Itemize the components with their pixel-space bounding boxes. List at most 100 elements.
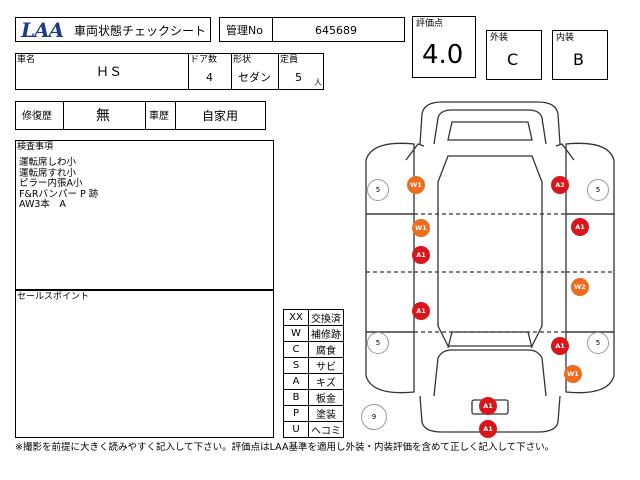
mgmt-no-box: 管理No 645689 (219, 17, 405, 42)
legend-meaning: 塗装 (308, 405, 344, 422)
roof-outline (437, 155, 543, 347)
mark-a1-left-front: A1 (412, 246, 430, 264)
capacity-label: 定員 (280, 55, 299, 65)
inspection-line: 運転席すれ小 (19, 167, 77, 179)
capacity-value: 5 (295, 71, 302, 84)
mark-w1-right-rear: W1 (564, 365, 582, 383)
legend-code: A (283, 373, 309, 390)
score-value: 4.0 (422, 40, 464, 70)
divider-5 (145, 102, 146, 129)
windshield-outline (447, 121, 533, 141)
doors-label: ドア数 (190, 55, 218, 65)
vehicle-row: 車名 ＨＳ ドア数 4 形状 セダン 定員 5 人 (15, 53, 324, 90)
left-mirror (405, 143, 425, 161)
divider-2 (231, 54, 232, 89)
interior-box: 内装 B (552, 30, 608, 80)
mgmt-label: 管理No (226, 24, 263, 37)
left-front-fender (365, 142, 415, 215)
exterior-value: C (507, 50, 519, 69)
capacity-unit: 人 (314, 78, 322, 87)
divider-3 (278, 54, 279, 89)
tire-rear-right: 5 (587, 332, 609, 354)
car-diagram (365, 101, 615, 433)
tire-front-right: 5 (587, 179, 609, 201)
legend-code: B (283, 389, 309, 406)
legend-meaning: 補修跡 (308, 325, 344, 342)
mgmt-divider (272, 18, 273, 41)
exterior-box: 外装 C (486, 30, 542, 80)
legend-code: XX (283, 309, 309, 326)
legend-meaning: 交換済 (308, 309, 344, 326)
mark-w2-right-rear-door: W2 (571, 278, 589, 296)
mark-w1-left-front-door: W1 (412, 219, 430, 237)
mgmt-no: 645689 (315, 24, 357, 37)
usage-value: 自家用 (202, 109, 239, 123)
inspection-line: F&Rバンパー P 跡 (19, 188, 99, 200)
legend-code: U (283, 421, 309, 438)
rear-window (447, 331, 533, 349)
mark-a1-left-rear: A1 (412, 302, 430, 320)
tire-spare: 9 (361, 404, 387, 430)
exterior-label: 外装 (490, 33, 509, 43)
mark-a1-rear-1: A1 (479, 397, 497, 415)
legend-meaning: サビ (308, 357, 344, 374)
mark-a2-front-right: A2 (551, 176, 569, 194)
logo: LAA (21, 18, 64, 42)
legend-meaning: 板金 (308, 389, 344, 406)
vehicle-row-midline (15, 63, 324, 64)
mark-w1-front-left: W1 (407, 176, 425, 194)
divider-6 (175, 102, 176, 129)
right-mirror (555, 143, 575, 161)
legend-code: C (283, 341, 309, 358)
legend-code: S (283, 357, 309, 374)
score-label: 評価点 (416, 19, 444, 29)
tire-rear-left: 5 (367, 332, 389, 354)
interior-label: 内装 (556, 33, 575, 43)
trunk-outline (433, 349, 547, 397)
left-doors (365, 213, 415, 333)
sheet-title: 車両状態チェックシート (74, 24, 207, 38)
tire-front-left: 5 (367, 179, 389, 201)
right-rear-fender (565, 331, 615, 394)
vehicle-name: ＨＳ (96, 65, 123, 80)
interior-value: B (573, 50, 584, 69)
inspection-line: 運転席しわ小 (19, 157, 77, 168)
left-rear-fender (365, 331, 415, 394)
divider-1 (188, 54, 189, 89)
inspection-box: 検査事項 運転席しわ小 運転席すれ小 ピラー内張A小 F&Rバンパー P 跡 A… (15, 140, 274, 290)
inspection-label: 検査事項 (17, 142, 54, 152)
hood-outline (433, 109, 547, 145)
mark-a1-rear-2: A1 (479, 420, 497, 438)
sales-label: セールスポイント (17, 292, 90, 302)
footer-note: ※撮影を前提に大きく読みやすく記入して下さい。評価点はLAA基準を適用し外装・内… (15, 442, 555, 453)
divider-4 (63, 102, 64, 129)
header-logo-box: LAA 車両状態チェックシート (15, 17, 211, 42)
history-row: 修復歴 無 車歴 自家用 (15, 101, 266, 130)
doors-value: 4 (206, 71, 213, 84)
mark-a1-right-rear: A1 (551, 337, 569, 355)
legend-code: W (283, 325, 309, 342)
usage-label: 車歴 (149, 111, 169, 122)
repair-value: 無 (96, 108, 110, 124)
name-label: 車名 (17, 55, 36, 65)
body-value: セダン (238, 71, 271, 84)
legend-meaning: キズ (308, 373, 344, 390)
legend-meaning: ヘコミ (308, 421, 344, 438)
legend-code: P (283, 405, 309, 422)
body-label: 形状 (233, 55, 252, 65)
score-box: 評価点 4.0 (412, 16, 476, 78)
repair-label: 修復歴 (22, 111, 52, 122)
front-view-outline (419, 101, 561, 145)
legend-meaning: 腐食 (308, 341, 344, 358)
right-front-fender (565, 142, 615, 215)
inspection-list: 運転席しわ小 運転席すれ小 ピラー内張A小 F&Rバンパー P 跡 AW3本 A (19, 157, 99, 211)
sales-box: セールスポイント (15, 290, 274, 438)
